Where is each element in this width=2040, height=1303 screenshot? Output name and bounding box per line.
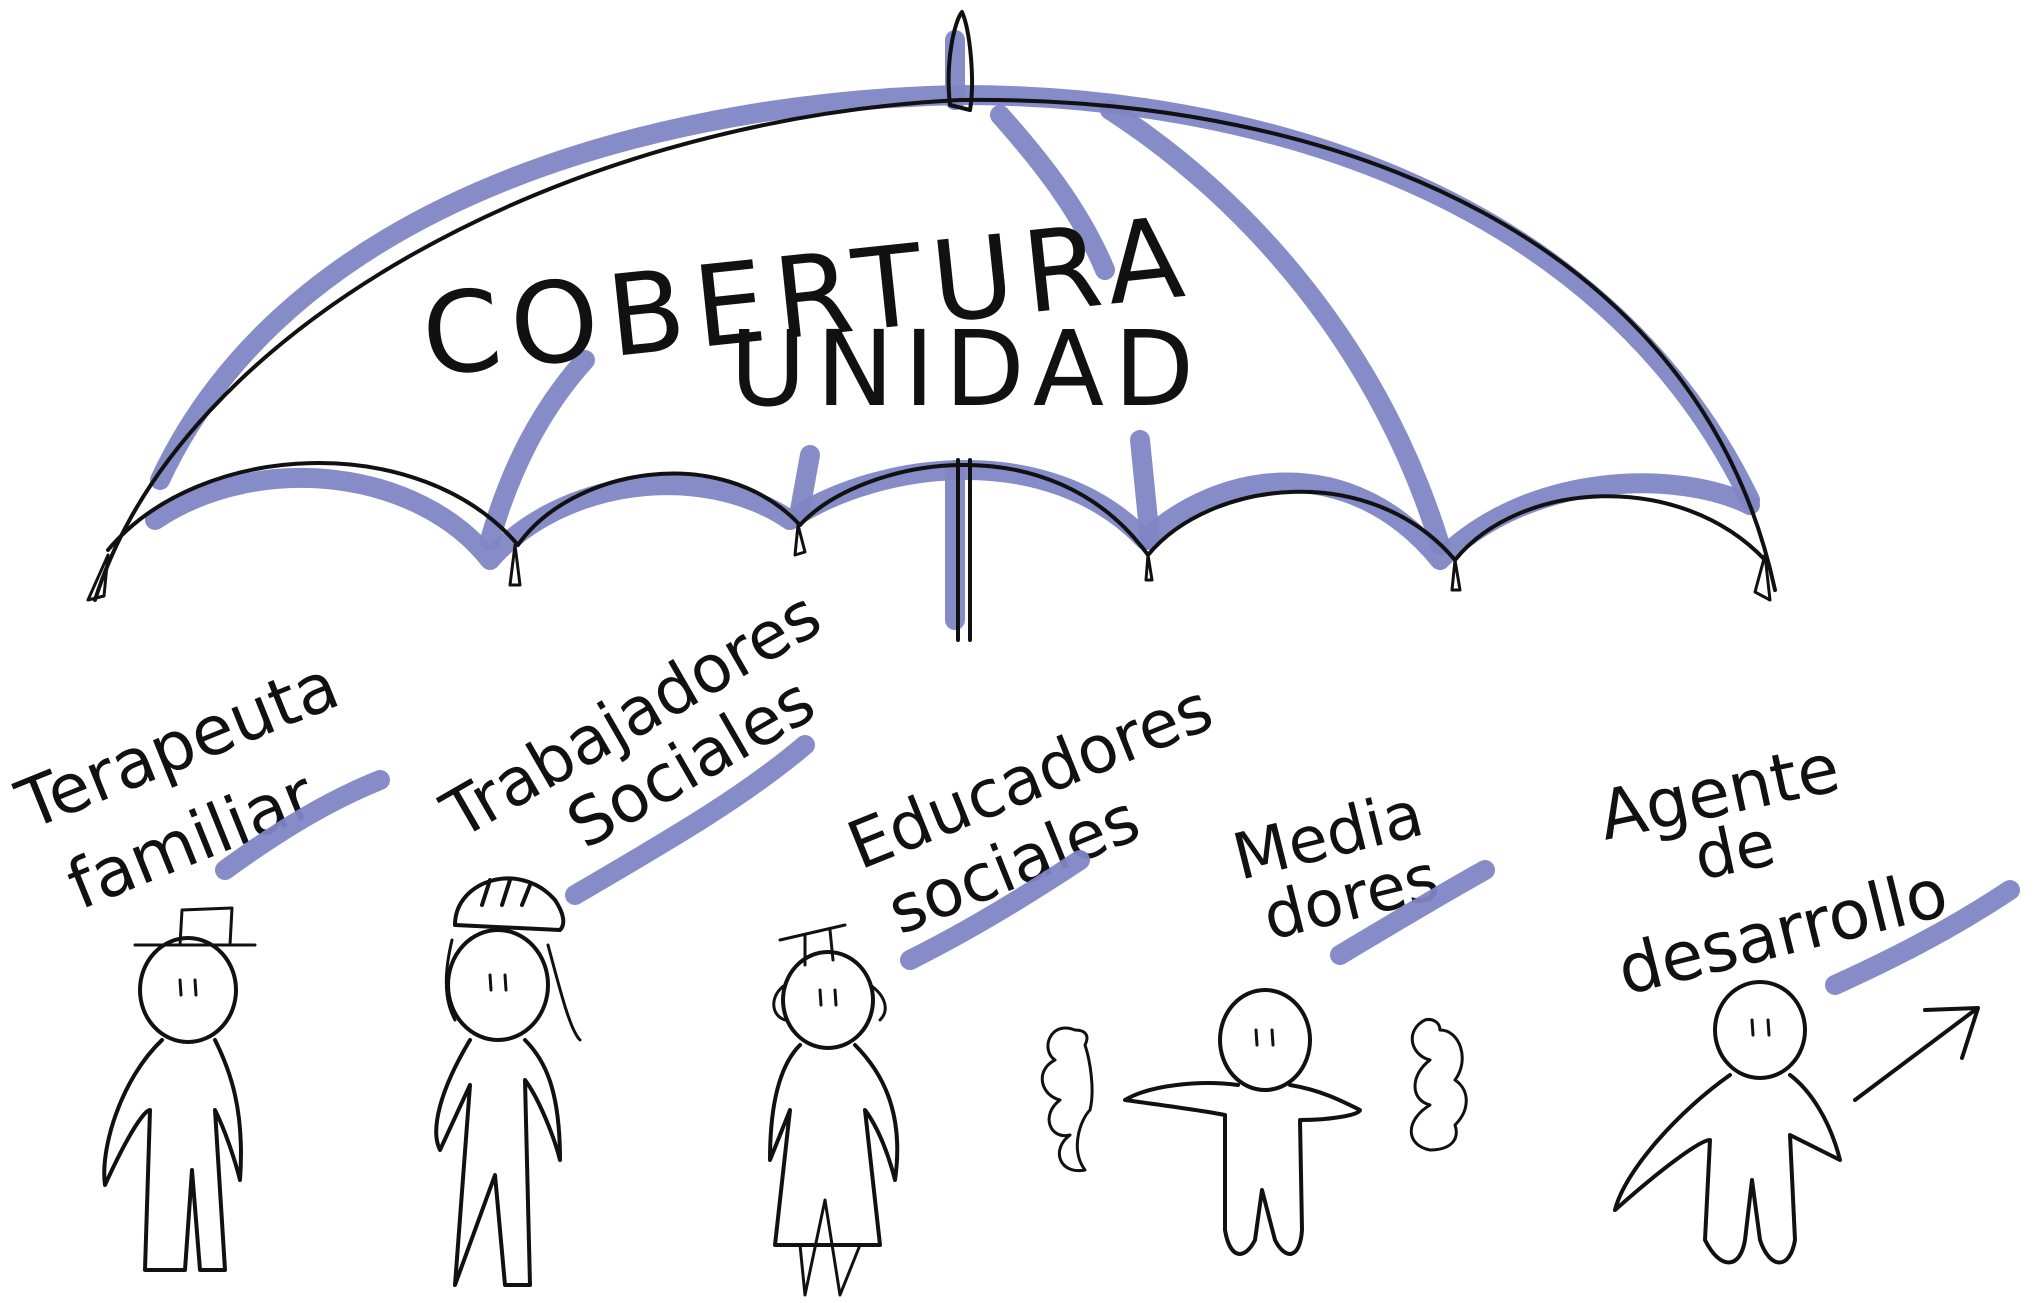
body xyxy=(768,1043,900,1247)
ferrule-3 xyxy=(793,523,807,557)
eyes xyxy=(488,973,508,992)
eyes xyxy=(1254,1028,1275,1047)
person-with-helmet-icon xyxy=(434,876,582,1287)
hat xyxy=(133,906,257,947)
eyes xyxy=(818,988,838,1007)
helmet xyxy=(453,876,566,932)
umbrella-tip xyxy=(946,10,975,112)
rib-highlight-1 xyxy=(480,350,595,550)
person-with-open-arms-icon xyxy=(1123,988,1362,1256)
arrow-head xyxy=(1923,1006,1980,1060)
head xyxy=(781,950,875,1050)
role-3-underline xyxy=(900,850,1090,970)
role-educadores-sociales: Educadores sociales xyxy=(768,669,1223,1297)
head xyxy=(1218,988,1312,1092)
ferrule-6 xyxy=(1753,553,1772,602)
hair-curls xyxy=(772,983,887,1022)
umbrella-icon xyxy=(86,10,1777,642)
ferrule-1 xyxy=(86,553,110,602)
eyes xyxy=(1750,1018,1771,1037)
role-5-underline xyxy=(1825,880,2020,995)
role-4-underline xyxy=(1330,860,1495,965)
role-trabajadores-sociales: Trabajadores Sociales xyxy=(429,576,834,1287)
body xyxy=(1613,1073,1842,1265)
graduation-cap xyxy=(778,923,847,967)
role-agente-de-desarrollo: Agente de desarrollo xyxy=(1592,729,2020,1265)
arrow-up-right-icon xyxy=(1853,1006,1980,1102)
rib-highlight-2 xyxy=(990,105,1115,280)
role-2-underline xyxy=(565,735,815,905)
ferrule-2 xyxy=(508,543,522,587)
body xyxy=(434,1038,562,1287)
rib-highlight-4 xyxy=(790,445,820,520)
person-with-graduation-cap-icon xyxy=(768,923,900,1297)
rib-highlight-5 xyxy=(1130,430,1160,550)
ferrule-4 xyxy=(1144,553,1154,582)
hair xyxy=(444,938,582,1042)
speech-cloud-icon xyxy=(1040,1018,1468,1173)
role-1-underline xyxy=(215,770,390,880)
rib-highlight-3 xyxy=(1100,100,1450,555)
ferrule-5 xyxy=(1450,558,1462,592)
body xyxy=(1123,1081,1362,1256)
person-with-hat-icon xyxy=(102,906,257,1272)
canopy-outline xyxy=(93,97,1777,602)
arrow-shaft xyxy=(1853,1008,1977,1102)
role-terapeuta-familiar: Terapeuta familiar xyxy=(6,646,390,1272)
role-5-label-line-2: de xyxy=(1688,807,1782,896)
cloud-right xyxy=(1409,1018,1468,1152)
umbrella-shaft xyxy=(956,458,972,642)
title-line-2: UNIDAD xyxy=(730,308,1204,430)
person-with-arrow-icon xyxy=(1613,980,1842,1265)
head xyxy=(138,936,238,1044)
eyes xyxy=(178,978,198,997)
head xyxy=(1713,980,1807,1080)
cloud-left xyxy=(1040,1026,1094,1173)
body xyxy=(102,1038,243,1272)
canopy-scallops xyxy=(106,461,1767,562)
skirt-legs xyxy=(798,1198,862,1297)
head xyxy=(446,928,550,1042)
